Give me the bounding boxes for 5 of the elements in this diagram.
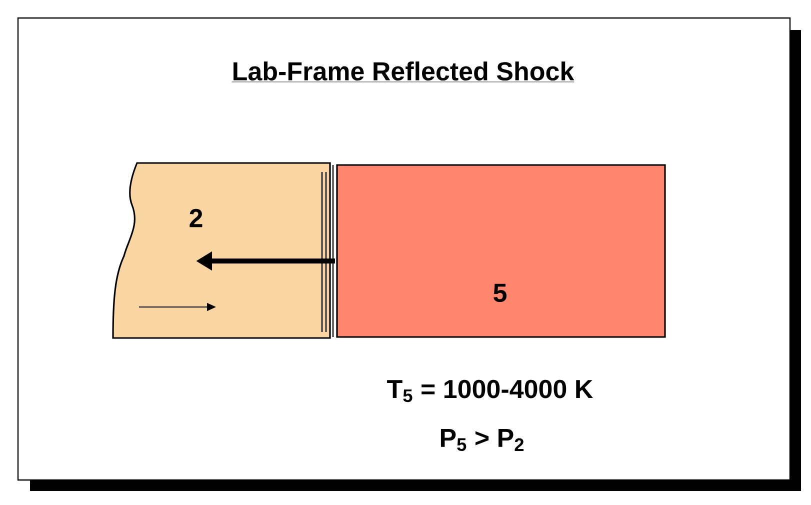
gas-region: 2	[112, 162, 331, 339]
title: Lab-Frame Reflected Shock	[232, 61, 574, 82]
condition-label: P$_{5}$ > P$_{2}$	[440, 428, 524, 451]
gas-region: 5	[336, 164, 666, 338]
condition-label: T$_{5}$ = 1000-4000 K	[387, 380, 593, 402]
